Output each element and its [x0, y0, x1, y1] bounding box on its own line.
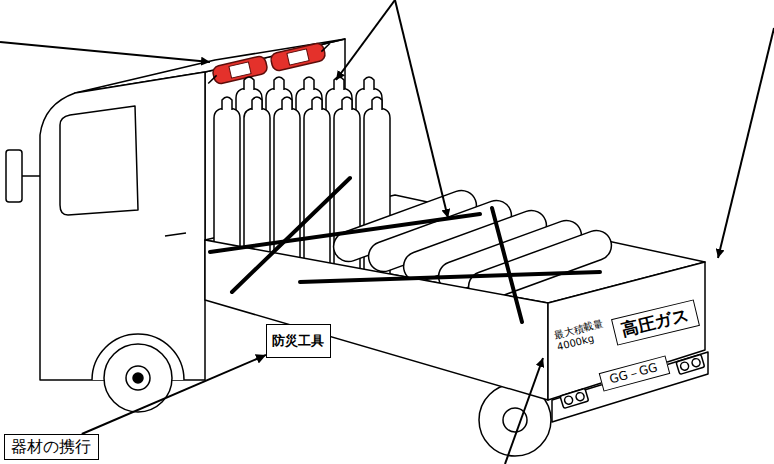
cylinder-cap [312, 97, 322, 110]
tail-light [676, 354, 705, 374]
cab-roof [75, 39, 345, 93]
node-text: 防災工具 [272, 333, 324, 349]
front-wheel [104, 344, 172, 412]
cylinder-cap [282, 97, 292, 110]
rear-bumper [552, 352, 708, 422]
leader-arrow [82, 355, 266, 434]
leader-line [505, 358, 543, 464]
extinguisher-bracket [320, 44, 331, 52]
bed-side-panel [205, 240, 548, 400]
cylinder-cap [304, 77, 314, 90]
cylinder-cap [364, 77, 374, 90]
fire-extinguisher [270, 42, 327, 72]
cargo-strap [492, 208, 522, 322]
cylinder-cap [342, 97, 352, 110]
door-handle [165, 233, 186, 236]
tail-lamp [691, 358, 701, 368]
load-capacity-label: 最大積載量 4000kg [553, 316, 613, 353]
cylinder-cap [334, 77, 344, 90]
tail-light [560, 388, 589, 408]
extinguisher-bracket [207, 75, 218, 83]
tail-lamp [564, 395, 574, 405]
extinguisher-tag [229, 62, 251, 78]
callout-box: 器材の携行 [4, 434, 99, 460]
warning-sign: 高圧ガス [611, 299, 700, 345]
cylinder-cap [222, 97, 232, 110]
fire-extinguisher [212, 55, 269, 85]
leader-line [718, 28, 774, 258]
cylinder-cap [372, 97, 382, 110]
tail-lamp [680, 361, 690, 371]
front-hub-center [133, 373, 143, 383]
extinguisher-tag [287, 49, 309, 65]
cylinder-cap [252, 97, 262, 110]
cargo-strap [210, 214, 480, 252]
mirror-arm [22, 175, 40, 177]
leader-line [0, 42, 210, 62]
tool-box: 防災工具 [266, 324, 331, 358]
tail-lamp [575, 392, 585, 402]
node-text: 高圧ガス [619, 304, 690, 340]
cab-side [40, 72, 205, 380]
cylinder-cap [244, 77, 254, 90]
cargo-strap [300, 272, 600, 282]
node-text: 器材の携行 [11, 437, 91, 456]
cargo-strap [232, 178, 350, 292]
leader-line [395, 0, 448, 218]
node-text: GG－GG [608, 360, 659, 387]
front-hub [126, 366, 150, 390]
side-mirror [6, 150, 22, 202]
cylinder-cap [274, 77, 284, 90]
license-plate: GG－GG [599, 355, 671, 391]
leader-line [336, 0, 395, 80]
cab-window [60, 106, 138, 215]
